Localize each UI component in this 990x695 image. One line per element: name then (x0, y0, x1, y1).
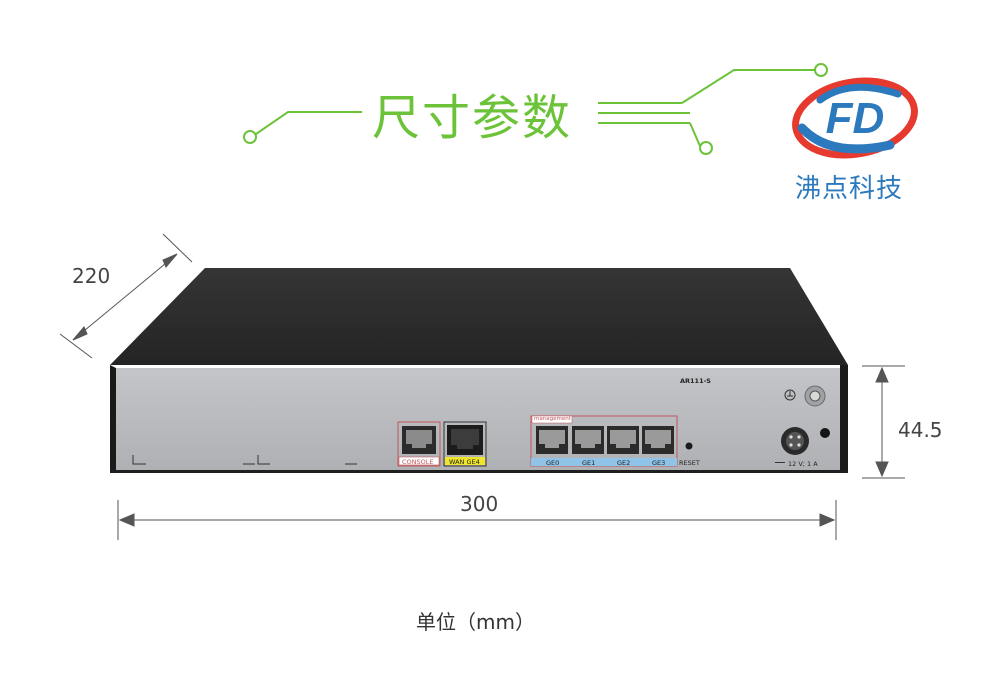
height-value: 44.5 (898, 418, 943, 442)
wan-port (443, 421, 487, 467)
width-value: 300 (460, 492, 499, 516)
height-dimension-line (862, 365, 905, 479)
brand-name: 沸点科技 (795, 174, 904, 204)
page-title: 尺寸参数 (372, 90, 573, 146)
lan-port-label-ge0: GE0 (546, 459, 560, 467)
device-top-cover (110, 268, 848, 365)
title-decoration (243, 63, 828, 155)
device-model-label: AR111-S (680, 377, 711, 385)
console-port (397, 421, 441, 467)
wan-port-label: WAN GE4 (449, 458, 480, 466)
dc-symbol-icon (775, 462, 785, 463)
lan-port-label-ge1: GE1 (582, 459, 596, 467)
console-port-label: CONSOLE (402, 458, 434, 466)
lan-port-label-ge2: GE2 (617, 459, 631, 467)
lan-port-label-ge3: GE3 (652, 459, 666, 467)
device-front-panel (116, 368, 840, 472)
depth-value: 220 (72, 264, 111, 288)
depth-dimension-line (59, 233, 193, 359)
reset-button (685, 442, 693, 450)
power-jack (781, 427, 830, 455)
lan-port-group (530, 415, 678, 467)
ground-screw-icon (784, 385, 826, 407)
power-rating-label: 12 V; 1 A (788, 460, 818, 468)
width-dimension-line (117, 500, 837, 540)
unit-label: 单位（mm） (416, 610, 535, 634)
management-label: management (534, 416, 571, 422)
brand-logo-icon: FD (792, 77, 918, 159)
reset-label: RESET (679, 459, 700, 467)
logo-text: FD (826, 94, 885, 143)
